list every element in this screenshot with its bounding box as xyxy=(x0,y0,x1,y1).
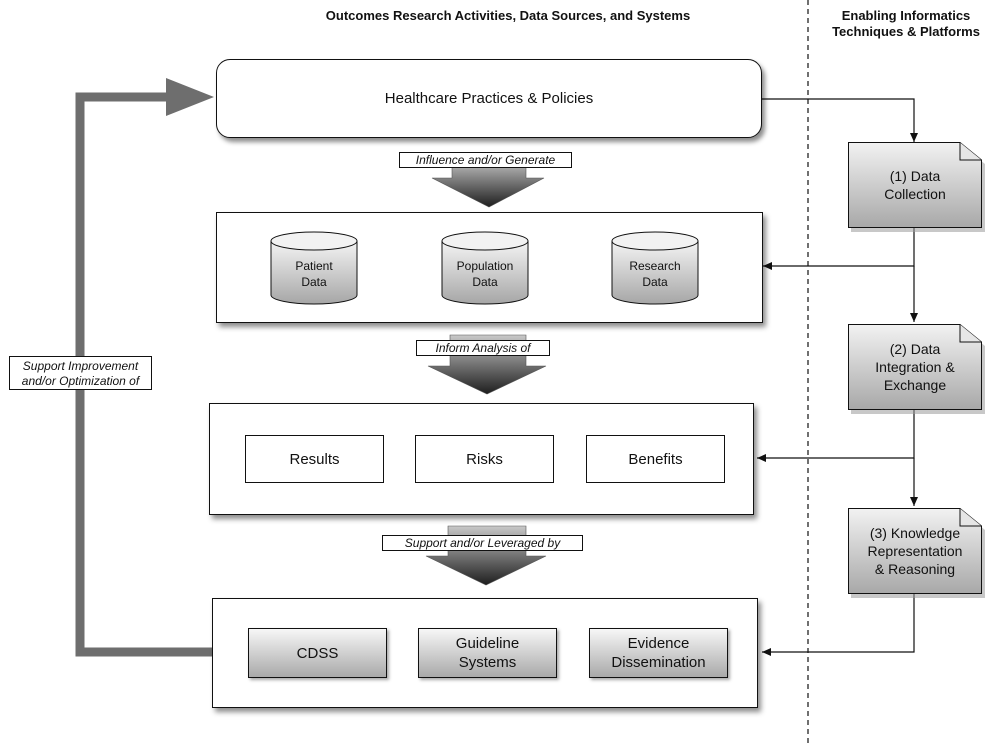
collection-line2: Collection xyxy=(884,186,946,202)
research-data-line1: Research xyxy=(629,259,681,273)
integration-line3: Exchange xyxy=(883,377,947,393)
document-icon xyxy=(848,324,985,414)
integration-line2: Integration & xyxy=(875,359,955,375)
benefits-box: Benefits xyxy=(586,435,725,483)
guideline-line1: Guideline xyxy=(455,635,520,652)
knowledge-line1: (3) Knowledge xyxy=(869,525,961,541)
database-icon xyxy=(611,231,699,305)
research-data-line2: Data xyxy=(642,275,668,289)
patient-data-line1: Patient xyxy=(295,259,333,273)
research-data-cylinder: Research Data xyxy=(611,231,699,305)
data-collection-note: (1) Data Collection xyxy=(848,142,985,232)
database-icon xyxy=(441,231,529,305)
data-integration-note: (2) Data Integration & Exchange xyxy=(848,324,985,414)
document-icon xyxy=(848,142,985,232)
cdss-box: CDSS xyxy=(248,628,387,678)
patient-data-cylinder: Patient Data xyxy=(270,231,358,305)
population-data-line2: Data xyxy=(472,275,498,289)
arrow-knowledge-to-systems xyxy=(762,592,915,656)
integration-line1: (2) Data xyxy=(889,341,941,357)
evidence-dissemination-box: Evidence Dissemination xyxy=(589,628,728,678)
knowledge-representation-note: (3) Knowledge Representation & Reasoning xyxy=(848,508,985,598)
population-data-cylinder: Population Data xyxy=(441,231,529,305)
evidence-line2: Dissemination xyxy=(611,654,706,671)
connector-label-2: Inform Analysis of xyxy=(416,340,550,356)
guideline-line2: Systems xyxy=(458,654,517,671)
knowledge-line3: & Reasoning xyxy=(874,561,956,577)
arrow-integration-to-analysis xyxy=(757,410,915,462)
practices-policies-title: Healthcare Practices & Policies xyxy=(384,90,594,107)
feedback-arrowhead xyxy=(166,78,214,116)
patient-data-line2: Data xyxy=(301,275,327,289)
connector-label-3: Support and/or Leveraged by xyxy=(382,535,583,551)
side-section-header: Enabling Informatics Techniques & Platfo… xyxy=(818,8,994,40)
guideline-systems-box: Guideline Systems xyxy=(418,628,557,678)
database-icon xyxy=(270,231,358,305)
cdss-line1: CDSS xyxy=(296,644,339,662)
side-header-line2: Techniques & Platforms xyxy=(832,24,980,39)
feedback-line1: Support Improvement xyxy=(22,359,139,373)
evidence-line1: Evidence xyxy=(627,635,690,652)
practices-policies-panel: Healthcare Practices & Policies xyxy=(216,59,762,138)
collection-line1: (1) Data xyxy=(889,168,941,184)
connector-label-1: Influence and/or Generate xyxy=(399,152,572,168)
document-icon xyxy=(848,508,985,598)
arrow-collection-to-data xyxy=(763,228,915,270)
arrow-practices-to-collection xyxy=(762,98,918,142)
main-section-header: Outcomes Research Activities, Data Sourc… xyxy=(325,8,691,23)
feedback-line2: and/or Optimization of xyxy=(21,374,140,388)
risks-box: Risks xyxy=(415,435,554,483)
population-data-line1: Population xyxy=(456,259,514,273)
knowledge-line2: Representation xyxy=(867,543,963,559)
results-box: Results xyxy=(245,435,384,483)
side-header-line1: Enabling Informatics xyxy=(841,8,971,23)
feedback-label: Support Improvement and/or Optimization … xyxy=(9,356,152,390)
